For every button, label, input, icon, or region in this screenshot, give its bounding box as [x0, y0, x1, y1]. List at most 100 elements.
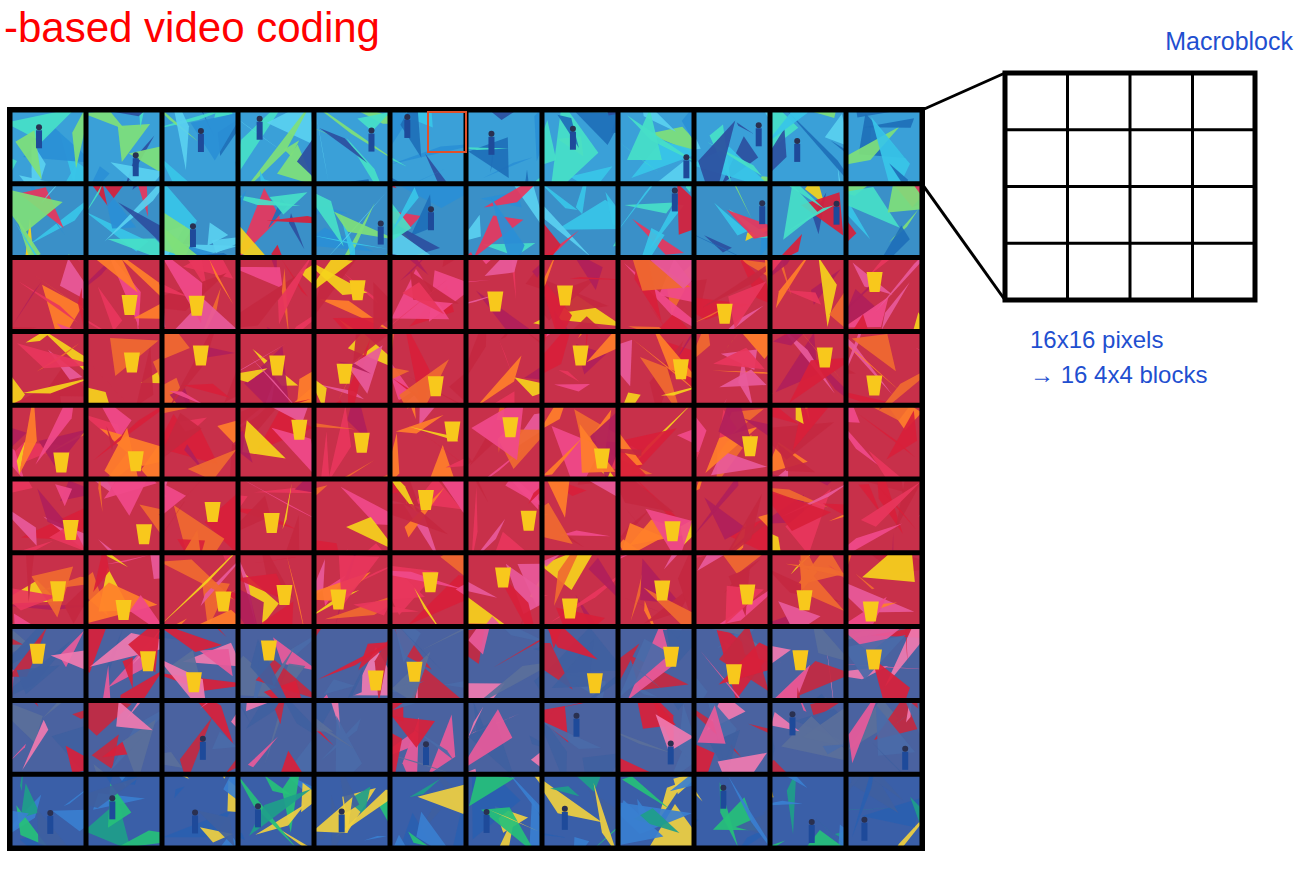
macroblock-cell [238, 553, 314, 627]
macroblock-cell [238, 627, 314, 701]
grid-line [7, 255, 925, 260]
macroblock-cell [846, 331, 922, 405]
macroblock-cell [542, 184, 618, 258]
macroblock-cell [770, 331, 846, 405]
macroblock-cell [390, 627, 466, 701]
macroblock-cell [770, 258, 846, 332]
macroblock-cell [542, 479, 618, 553]
macroblock-cell [618, 184, 694, 258]
macroblock-cell [162, 700, 238, 774]
macroblock-cell [846, 479, 922, 553]
macroblock-cell [390, 405, 466, 479]
box-heading: Macroblock [1165, 27, 1293, 56]
macroblock-cell [10, 110, 86, 184]
grid-line [7, 477, 925, 482]
macroblock-cell [390, 774, 466, 848]
macroblock-cell [694, 331, 770, 405]
macroblock-cell [466, 331, 542, 405]
macroblock-cell [238, 479, 314, 553]
macroblock-cell [770, 700, 846, 774]
macroblock-cell [390, 258, 466, 332]
zoom-line [922, 73, 1005, 110]
macroblock-cell [314, 700, 390, 774]
macroblock-cell [162, 405, 238, 479]
macroblock-cell [466, 553, 542, 627]
macroblock-cell [86, 331, 162, 405]
macroblock-cell [618, 258, 694, 332]
grid-line [7, 698, 925, 703]
macroblock-cell [238, 331, 314, 405]
macroblock-cell [542, 331, 618, 405]
macroblock-cell [390, 479, 466, 553]
macroblock-grid [1002, 70, 1258, 303]
macroblock-cell [162, 479, 238, 553]
macroblock-cell [542, 627, 618, 701]
macroblock-cell [162, 774, 238, 848]
macroblock-cell [10, 700, 86, 774]
macroblock-cell [238, 700, 314, 774]
macroblock-cell [542, 110, 618, 184]
macroblock-cell [238, 184, 314, 258]
macroblock-cell [846, 700, 922, 774]
macroblock-cell [238, 110, 314, 184]
macroblock-cell [314, 110, 390, 184]
macroblock-cell [694, 774, 770, 848]
macroblock-cell [86, 184, 162, 258]
macroblock-cell [10, 184, 86, 258]
macroblock-cell [466, 774, 542, 848]
grid-line [7, 181, 925, 186]
grid-line [7, 403, 925, 408]
macroblock-cell [390, 184, 466, 258]
macroblock-cell [846, 553, 922, 627]
macroblock-cell [314, 627, 390, 701]
macroblock-cell [86, 405, 162, 479]
macroblock-cell [10, 331, 86, 405]
grid-line [7, 772, 925, 777]
macroblock-cell [618, 479, 694, 553]
macroblock-cell [466, 405, 542, 479]
macroblock-cell [542, 405, 618, 479]
macroblock-cell [770, 627, 846, 701]
macroblock-cell [694, 405, 770, 479]
note-label: 16x16 pixels [1030, 326, 1163, 354]
macroblock-cell [238, 405, 314, 479]
macroblock-cell [694, 110, 770, 184]
macroblock-cell [466, 184, 542, 258]
macroblock-cell [238, 258, 314, 332]
macroblock-cell [618, 331, 694, 405]
macroblock-cell [770, 553, 846, 627]
macroblock-cell [618, 774, 694, 848]
zoom-line [922, 184, 1005, 300]
macroblock-cell [10, 627, 86, 701]
macroblock-cell [162, 110, 238, 184]
note-label: → 16 4x4 blocks [1030, 361, 1207, 389]
macroblock-cell [314, 184, 390, 258]
macroblock-cell [162, 184, 238, 258]
macroblock-cell [314, 258, 390, 332]
macroblock-cell [162, 627, 238, 701]
macroblock-cell [390, 331, 466, 405]
macroblock-cell [10, 553, 86, 627]
macroblock-cell [694, 184, 770, 258]
macroblock-cell [314, 774, 390, 848]
macroblock-cell [10, 479, 86, 553]
macroblock-cell [86, 110, 162, 184]
slide-title: -based video coding [4, 4, 380, 52]
macroblock-cell [542, 774, 618, 848]
macroblock-cell [466, 110, 542, 184]
macroblock-cell [314, 331, 390, 405]
grid-line [7, 624, 925, 629]
macroblock-cell [10, 774, 86, 848]
macroblock-cell [314, 405, 390, 479]
macroblock-cell [314, 479, 390, 553]
macroblock-cell [618, 405, 694, 479]
macroblock-cell [846, 258, 922, 332]
macroblock-cell [618, 700, 694, 774]
macroblock-cell [466, 479, 542, 553]
macroblock-cell [238, 774, 314, 848]
macroblock-cell [846, 110, 922, 184]
macroblock-cell [618, 110, 694, 184]
highlight-box [428, 112, 466, 152]
macroblock-cell [390, 700, 466, 774]
